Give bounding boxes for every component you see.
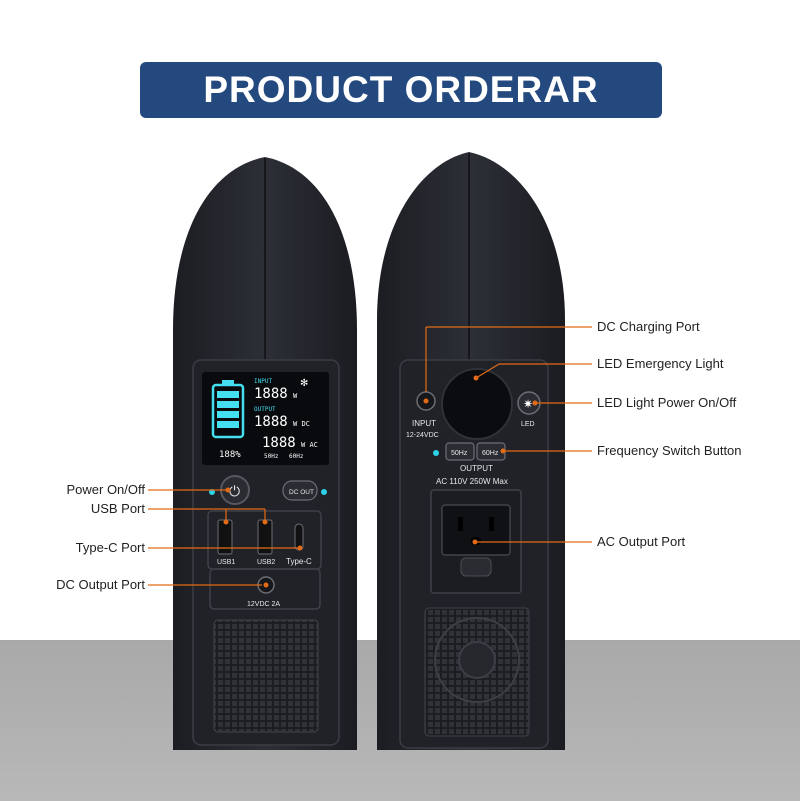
lcd-input-unit: W	[293, 392, 298, 400]
ac-outlet-switch	[460, 557, 492, 577]
usb2-label: USB2	[257, 559, 275, 566]
lcd-input-value: 1888	[254, 386, 288, 402]
hz50-button[interactable]	[445, 442, 475, 461]
lcd-output-ac-unit: W AC	[301, 441, 318, 449]
lcd-input-label: INPUT	[254, 378, 272, 385]
front-unit: 188% INPUT 1888 W ✻ OUTPUT 1888 W DC 188…	[173, 157, 357, 750]
usb2-port[interactable]	[257, 519, 273, 555]
lcd-output-ac-value: 1888	[262, 435, 296, 451]
ac-output-port[interactable]	[441, 504, 511, 556]
callout-led-emergency: LED Emergency Light	[597, 356, 724, 371]
lcd-hz50: 50Hz	[264, 453, 279, 460]
lcd-battery-pct: 188%	[219, 450, 241, 460]
dc-output-rating: 12VDC 2A	[247, 601, 280, 608]
led-emergency-light	[441, 368, 513, 440]
back-unit: INPUT 12-24VDC ✷ LED 50Hz 60Hz OUTPUT AC…	[377, 152, 565, 750]
back-input-label: INPUT	[412, 419, 436, 428]
dc-output-module	[209, 568, 321, 610]
hz50-label: 50Hz	[451, 450, 468, 457]
usb1-port[interactable]	[217, 519, 233, 555]
callout-dc-output: DC Output Port	[56, 577, 145, 592]
dc-out-indicator	[321, 489, 327, 495]
callout-dc-charging: DC Charging Port	[597, 319, 700, 334]
lcd-hz60: 60Hz	[289, 453, 304, 460]
usb1-label: USB1	[217, 559, 235, 566]
callout-typec: Type-C Port	[75, 540, 145, 555]
lcd-output-dc-value: 1888	[254, 414, 288, 430]
typec-label: Type-C	[286, 557, 312, 566]
ac-rating: AC 110V 250W Max	[436, 477, 508, 486]
fan-icon: ✻	[300, 378, 308, 389]
back-output-label: OUTPUT	[460, 464, 493, 473]
hz60-label: 60Hz	[482, 450, 499, 457]
title-banner: PRODUCT ORDERAR	[140, 62, 662, 118]
callout-usb: USB Port	[90, 501, 145, 516]
back-input-rating: 12-24VDC	[406, 432, 439, 439]
banner-title: PRODUCT ORDERAR	[203, 69, 599, 110]
frequency-indicator	[433, 450, 439, 456]
callout-led-power: LED Light Power On/Off	[597, 395, 737, 410]
callout-frequency: Frequency Switch Button	[597, 443, 742, 458]
callout-ac-output: AC Output Port	[597, 534, 686, 549]
callout-lines	[148, 326, 592, 586]
front-grill	[213, 619, 319, 733]
callout-dots	[223, 375, 538, 588]
dc-out-label: DC OUT	[289, 489, 314, 496]
dc-out-button[interactable]	[282, 480, 318, 501]
lcd-output-dc-unit: W DC	[293, 420, 310, 428]
fan-icon-back	[434, 617, 520, 703]
lcd-output-label: OUTPUT	[254, 406, 276, 413]
led-label: LED	[521, 421, 535, 428]
power-icon: ⏻	[229, 483, 240, 499]
sun-icon: ✷	[523, 397, 533, 411]
callout-power: Power On/Off	[66, 482, 145, 497]
